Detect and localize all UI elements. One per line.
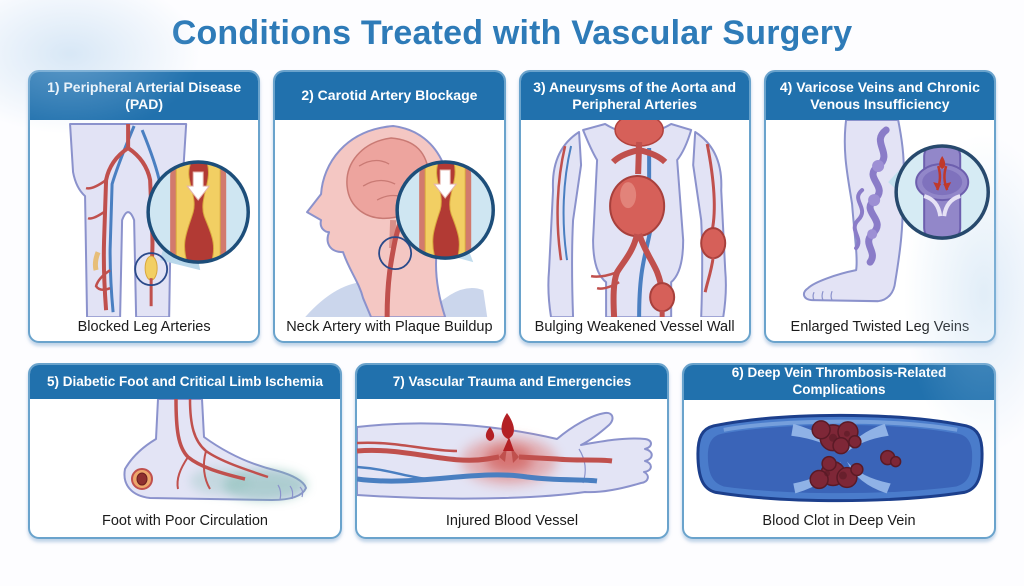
panel-vascular-trauma: 7) Vascular Trauma and Emergencies In (355, 363, 669, 539)
torso-aneurysm-illustration (546, 120, 727, 318)
panel-header: 1) Peripheral Arterial Disease (PAD) (30, 72, 259, 120)
panel-peripheral-arterial-disease: 1) Peripheral Arterial Disease (PAD) (28, 70, 261, 343)
panel-caption: Blood Clot in Deep Vein (762, 513, 916, 529)
panel-caption: Blocked Leg Arteries (77, 319, 211, 336)
diabetic-foot-illustration (123, 399, 307, 501)
panel-header: 4) Varicose Veins and Chronic Venous Ins… (765, 72, 994, 120)
deep-vein-clot-illustration (696, 413, 984, 502)
legs-with-blocked-artery-illustration (69, 123, 250, 318)
panel-caption: Enlarged Twisted Leg Veins (790, 319, 970, 336)
panel-illustration-area (684, 400, 994, 511)
panel-illustration-area (766, 120, 994, 317)
bottom-row: 5) Diabetic Foot and Critical Limb Ische… (28, 363, 996, 539)
panel-illustration-area (30, 399, 340, 511)
panel-illustration-area (521, 120, 749, 318)
head-profile-carotid-illustration (305, 125, 496, 318)
panel-diabetic-foot: 5) Diabetic Foot and Critical Limb Ische… (28, 363, 342, 539)
panel-header: 6) Deep Vein Thrombosis-Related Complica… (684, 365, 994, 400)
panel-illustration-area (30, 120, 258, 318)
panel-header: 5) Diabetic Foot and Critical Limb Ische… (30, 365, 340, 399)
page-title: Conditions Treated with Vascular Surgery (171, 14, 853, 52)
panel-caption: Injured Blood Vessel (445, 513, 579, 529)
panel-varicose-veins: 4) Varicose Veins and Chronic Venous Ins… (763, 70, 996, 343)
panel-carotid-artery-blockage: 2) Carotid Artery Blockage (273, 70, 506, 343)
panel-caption: Foot with Poor Circulation (101, 513, 268, 529)
panel-caption: Neck Artery with Plaque Buildup (286, 319, 493, 336)
panel-header: 2) Carotid Artery Blockage (275, 72, 504, 120)
panel-illustration-area (275, 120, 503, 318)
top-row: 1) Peripheral Arterial Disease (PAD) (28, 70, 996, 343)
panel-header: 7) Vascular Trauma and Emergencies (357, 365, 667, 399)
panel-aortic-aneurysms: 3) Aneurysms of the Aorta and Peripheral… (518, 70, 751, 343)
panel-deep-vein-thrombosis: 6) Deep Vein Thrombosis-Related Complica… (682, 363, 996, 539)
panel-caption: Bulging Weakened Vessel Wall (534, 319, 735, 336)
panel-header: 3) Aneurysms of the Aorta and Peripheral… (520, 72, 749, 120)
leg-varicose-veins-illustration (802, 120, 990, 303)
injured-arm-illustration (357, 411, 653, 500)
panel-illustration-area (357, 399, 667, 511)
